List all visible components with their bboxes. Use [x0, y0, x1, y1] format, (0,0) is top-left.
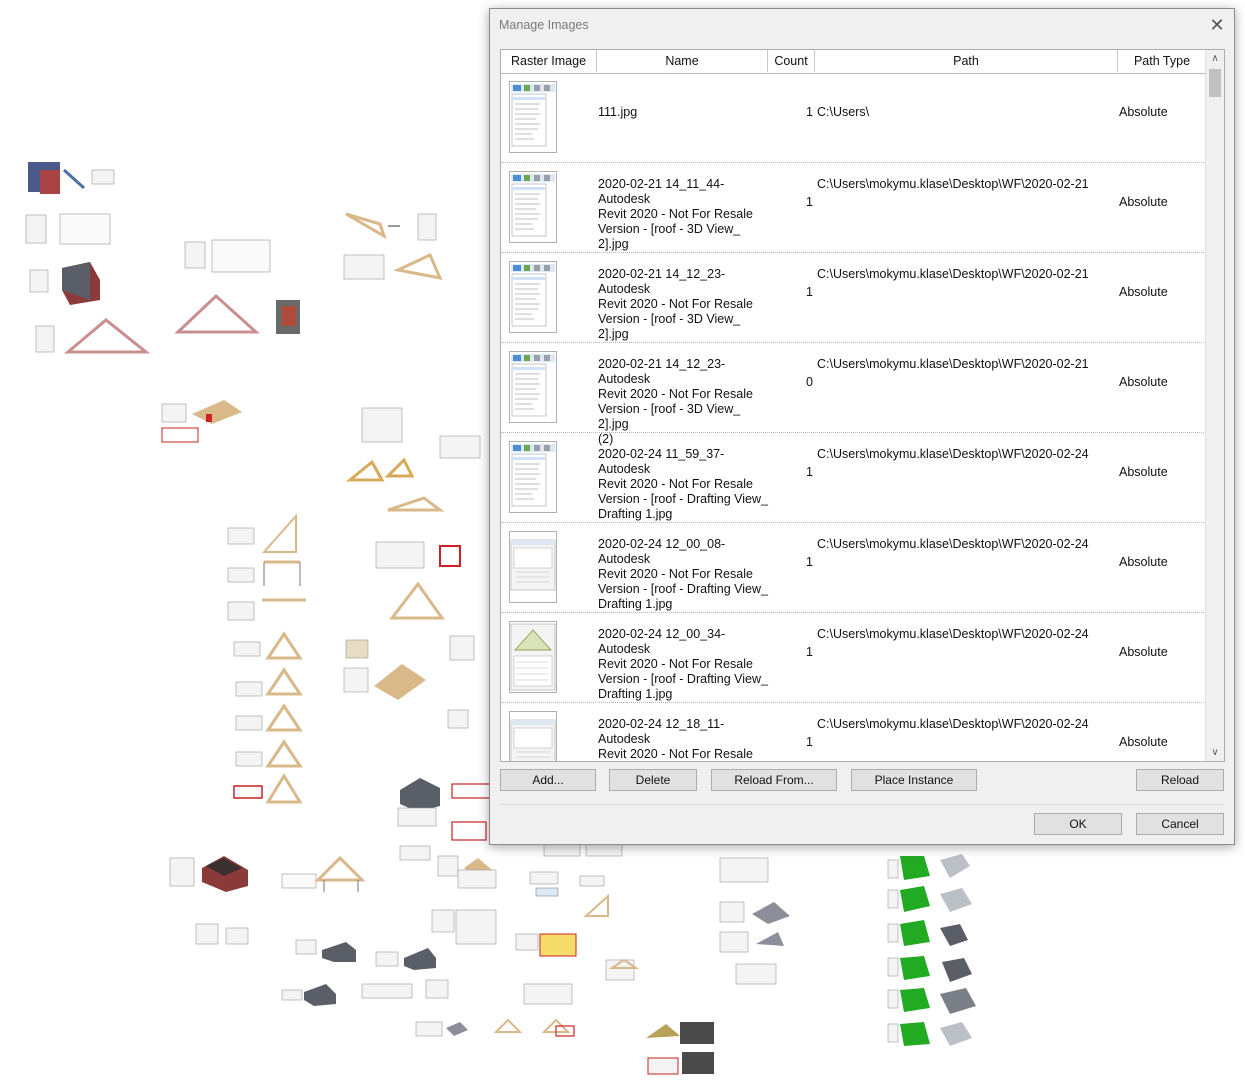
column-header-path-type[interactable]: Path Type	[1133, 54, 1191, 68]
scroll-down-icon[interactable]: ∨	[1211, 747, 1219, 758]
thumbnail-image	[511, 174, 555, 237]
thumbnail-image	[510, 719, 556, 761]
path-cell: C:\Users\mokymu.klase\Desktop\WF\2020-02…	[817, 537, 1089, 551]
mid-truss-images	[161, 400, 481, 621]
ok-button[interactable]: OK	[1034, 813, 1122, 835]
raster-image-cell	[509, 531, 557, 603]
path-cell: C:\Users\mokymu.klase\Desktop\WF\2020-02…	[817, 627, 1089, 641]
raster-image-cell	[509, 441, 557, 513]
lower-left-truss-column	[233, 631, 475, 804]
close-icon[interactable]: ✕	[1209, 15, 1225, 35]
raster-image-cell	[509, 351, 557, 423]
path-type-cell: Absolute	[1119, 105, 1168, 119]
path-type-cell: Absolute	[1119, 645, 1168, 659]
center-left-truss-images	[174, 212, 443, 334]
column-header-raster-image[interactable]: Raster Image	[501, 50, 597, 72]
table-body: 111.jpg 1 C:\Users\ Absolute 2020-02-21 14_1…	[501, 73, 1206, 761]
place-instance-button[interactable]: Place Instance	[851, 769, 977, 791]
name-cell: 2020-02-21 14_12_23-Autodesk Revit 2020 …	[598, 357, 753, 446]
name-cell: 111.jpg	[598, 105, 638, 119]
path-type-cell: Absolute	[1119, 555, 1168, 569]
table-row[interactable]: 2020-02-24 12_00_34-Autodesk Revit 2020 …	[501, 613, 1206, 703]
name-cell: 2020-02-24 11_59_37-Autodesk Revit 2020 …	[598, 447, 768, 521]
count-cell: 1	[806, 105, 813, 119]
path-cell: C:\Users\mokymu.klase\Desktop\WF\2020-02…	[817, 717, 1089, 731]
table-row[interactable]: 2020-02-21 14_12_23-Autodesk Revit 2020 …	[501, 253, 1206, 343]
thumbnail-image	[511, 84, 555, 147]
scrollbar-thumb[interactable]	[1209, 69, 1221, 97]
cancel-button[interactable]: Cancel	[1136, 813, 1224, 835]
count-cell: 0	[806, 375, 813, 389]
count-cell: 1	[806, 195, 813, 209]
table-header: Raster Image Name Count Path Path Type	[501, 50, 1206, 74]
raster-image-cell	[509, 171, 557, 243]
path-type-cell: Absolute	[1119, 465, 1168, 479]
thumbnail-image	[511, 444, 555, 507]
scroll-up-icon[interactable]: ∧	[1211, 53, 1219, 64]
top-left-wall-images	[25, 162, 151, 354]
reload-button[interactable]: Reload	[1136, 769, 1224, 791]
count-cell: 1	[806, 285, 813, 299]
path-type-cell: Absolute	[1119, 735, 1168, 749]
path-type-cell: Absolute	[1119, 195, 1168, 209]
images-table: Raster Image Name Count Path Path Type 1…	[500, 49, 1225, 762]
footer-divider	[500, 804, 1225, 805]
count-cell: 1	[806, 645, 813, 659]
name-cell: 2020-02-21 14_11_44-Autodesk Revit 2020 …	[598, 177, 753, 251]
path-cell: C:\Users\mokymu.klase\Desktop\WF\2020-02…	[817, 177, 1089, 191]
reload-from-button[interactable]: Reload From...	[711, 769, 837, 791]
table-row[interactable]: 2020-02-24 12_00_08-Autodesk Revit 2020 …	[501, 523, 1206, 613]
count-cell: 1	[806, 465, 813, 479]
path-type-cell: Absolute	[1119, 375, 1168, 389]
raster-image-cell	[509, 81, 557, 153]
thumbnail-image	[511, 264, 555, 327]
table-row[interactable]: 2020-02-21 14_11_44-Autodesk Revit 2020 …	[501, 163, 1206, 253]
bottom-images	[169, 778, 714, 1075]
dialog-title: Manage Images	[499, 18, 589, 32]
table-row[interactable]: 111.jpg 1 C:\Users\ Absolute	[501, 73, 1206, 163]
thumbnail-image	[510, 539, 556, 591]
thumbnail-image	[510, 623, 556, 691]
path-cell: C:\Users\mokymu.klase\Desktop\WF\2020-02…	[817, 267, 1089, 281]
table-row[interactable]: 2020-02-24 12_18_11-Autodesk Revit 2020 …	[501, 703, 1206, 761]
add-button[interactable]: Add...	[500, 769, 596, 791]
name-cell: 2020-02-21 14_12_23-Autodesk Revit 2020 …	[598, 267, 753, 341]
path-type-cell: Absolute	[1119, 285, 1168, 299]
manage-images-dialog: Manage Images ✕ Raster Image Name Count …	[489, 8, 1235, 845]
count-cell: 1	[806, 555, 813, 569]
name-cell: 2020-02-24 12_00_34-Autodesk Revit 2020 …	[598, 627, 768, 701]
column-header-path[interactable]: Path	[815, 50, 1118, 72]
table-row[interactable]: 2020-02-21 14_12_23-Autodesk Revit 2020 …	[501, 343, 1206, 446]
raster-image-cell	[509, 621, 557, 693]
raster-image-cell	[509, 711, 557, 761]
table-row[interactable]: 2020-02-24 11_59_37-Autodesk Revit 2020 …	[501, 433, 1206, 523]
delete-button[interactable]: Delete	[609, 769, 697, 791]
thumbnail-image	[511, 354, 555, 417]
path-cell: C:\Users\mokymu.klase\Desktop\WF\2020-02…	[817, 357, 1089, 371]
raster-image-cell	[509, 261, 557, 333]
name-cell: 2020-02-24 12_00_08-Autodesk Revit 2020 …	[598, 537, 768, 611]
column-header-name[interactable]: Name	[597, 50, 768, 72]
vertical-scrollbar[interactable]: ∧ ∨	[1205, 50, 1224, 761]
path-cell: C:\Users\mokymu.klase\Desktop\WF\2020-02…	[817, 447, 1089, 461]
column-header-count[interactable]: Count	[768, 50, 815, 72]
count-cell: 1	[806, 735, 813, 749]
name-cell: 2020-02-24 12_18_11-Autodesk Revit 2020 …	[598, 717, 753, 761]
right-side-images	[719, 854, 976, 1046]
path-cell: C:\Users\	[817, 105, 870, 119]
